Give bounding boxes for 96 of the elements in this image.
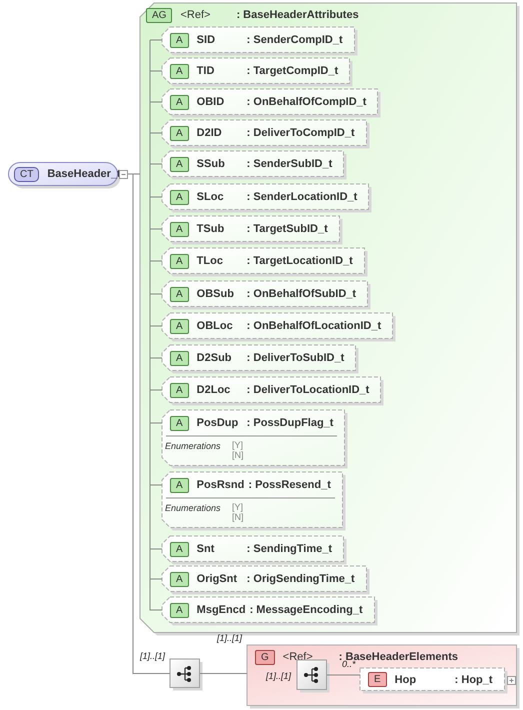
multiplicity-label: [1]..[1] [266, 671, 292, 681]
ref-label: <Ref> [180, 9, 212, 21]
type-label: : DeliverToCompID_t [246, 127, 355, 139]
name-label: SSub [196, 158, 226, 170]
type-label: : TargetSubID_t [246, 223, 328, 235]
attribute-box [162, 345, 356, 371]
attribute-box [162, 410, 345, 466]
attribute-box [162, 89, 378, 115]
multiplicity-label: [1]..[1] [217, 633, 242, 643]
type-badge: A [170, 416, 189, 430]
type-badge: A [170, 156, 189, 172]
type-label: : OnBehalfOfCompID_t [246, 96, 366, 108]
name-label: OBLoc [196, 320, 234, 332]
attribute-box [162, 281, 368, 307]
attribute-box [162, 27, 355, 53]
type-badge: G [255, 650, 275, 664]
type-label: : Hop_t [454, 674, 493, 686]
type-badge: A [170, 222, 189, 236]
type-badge: A [170, 350, 189, 366]
enumeration-value: [Y] [232, 440, 244, 450]
type-label: : DeliverToLocationID_t [246, 384, 370, 396]
type-label: : DeliverToSubID_t [246, 352, 344, 364]
name-label: OrigSnt [196, 573, 238, 585]
type-badge: A [170, 382, 189, 398]
name-label: PosRsnd [196, 479, 244, 491]
name-label: OBSub [196, 288, 235, 300]
name-label: D2Sub [196, 352, 233, 364]
type-label: : OnBehalfOfSubID_t [246, 288, 356, 300]
name-label: MsgEncd [196, 604, 246, 616]
type-badge: A [170, 190, 189, 204]
name-label: D2ID [196, 127, 223, 139]
type-badge: A [170, 64, 189, 78]
multiplicity-label: 0..* [342, 659, 356, 669]
enumeration-value: [Y] [232, 502, 244, 512]
type-label: : PossDupFlag_t [246, 417, 334, 429]
attribute-box [162, 377, 381, 403]
type-badge: CT [14, 166, 40, 182]
attribute-box [162, 536, 344, 562]
attribute-box [162, 58, 350, 84]
type-badge: A [170, 542, 189, 556]
attribute-box [162, 151, 344, 177]
type-badge: A [170, 478, 189, 492]
name-label: Hop [394, 674, 418, 686]
type-label: : SendingTime_t [246, 543, 332, 555]
ref-label: <Ref> [282, 651, 314, 663]
element-box [360, 668, 505, 691]
multiplicity-label: [1]..[1] [140, 651, 166, 661]
attribute-box [162, 248, 365, 274]
type-label: : OnBehalfOfLocationID_t [246, 320, 382, 332]
connector-line [200, 673, 248, 674]
attribute-box [162, 597, 375, 623]
enumeration-value: [N] [232, 450, 244, 460]
connector-line [326, 674, 360, 676]
name-label: SLoc [196, 191, 225, 203]
type-label: : TargetLocationID_t [246, 255, 353, 267]
type-badge: A [170, 602, 189, 618]
type-label: : TargetCompID_t [246, 65, 338, 77]
element-group-box [247, 645, 517, 706]
enumerations-label: Enumerations [165, 441, 221, 451]
name-label: SID [196, 34, 216, 46]
enumerations-label: Enumerations [165, 503, 221, 513]
name-label: TID [196, 65, 216, 77]
type-badge: E [368, 672, 387, 687]
type-label: : SenderSubID_t [246, 158, 332, 170]
type-label: : SenderCompID_t [246, 34, 343, 46]
attribute-box [162, 566, 367, 592]
attribute-group-box [140, 3, 517, 633]
attribute-box [162, 216, 340, 242]
name-label: D2Loc [196, 384, 232, 396]
name-label: TSub [196, 223, 226, 235]
type-label: : SenderLocationID_t [246, 191, 358, 203]
type-label: : OrigSendingTime_t [246, 573, 355, 585]
sequence-compositor [170, 659, 200, 688]
name-label: Snt [196, 543, 216, 555]
name-label: TLoc [196, 255, 224, 267]
attribute-box [162, 472, 343, 528]
type-badge: A [170, 318, 189, 334]
complex-type-box [8, 162, 128, 186]
attribute-box [162, 313, 393, 339]
type-label: : PossResend_t [248, 479, 331, 491]
type-label: : BaseHeaderAttributes [236, 9, 359, 21]
enumeration-value: [N] [232, 512, 244, 522]
type-badge: A [170, 286, 189, 302]
attribute-box [162, 184, 369, 210]
type-badge: AG [146, 8, 172, 22]
name-label: OBID [196, 96, 226, 108]
type-badge: A [170, 32, 189, 48]
sequence-compositor [297, 660, 327, 690]
type-badge: A [170, 572, 189, 586]
type-badge: A [170, 94, 189, 110]
type-label: : MessageEncoding_t [250, 604, 363, 616]
attribute-box [162, 120, 367, 146]
type-badge: A [170, 254, 189, 268]
name-label: BaseHeader_t [47, 168, 121, 180]
type-badge: A [170, 126, 189, 140]
name-label: PosDup [196, 417, 240, 429]
